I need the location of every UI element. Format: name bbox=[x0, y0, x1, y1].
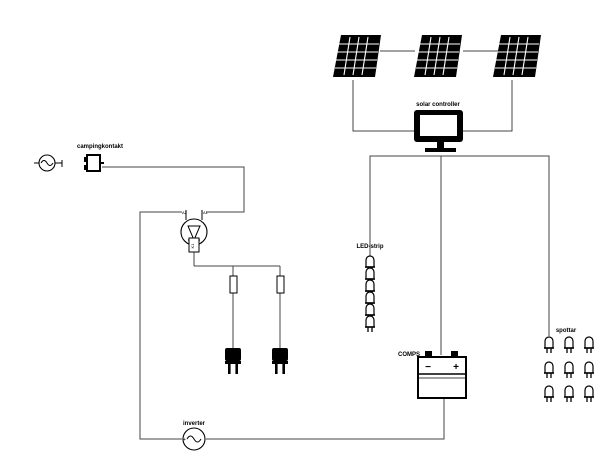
spot-bulb-icon bbox=[583, 336, 595, 354]
plug-icon bbox=[84, 154, 104, 172]
spot-bulb-icon bbox=[563, 361, 575, 379]
inverter-label: inverter bbox=[183, 421, 206, 427]
spot-bulb-icon bbox=[563, 385, 575, 403]
inverter-battery-wire bbox=[206, 398, 445, 440]
spots bbox=[543, 336, 595, 403]
ac-source-icon bbox=[34, 154, 63, 172]
relay-coil-label: K1 bbox=[190, 243, 195, 249]
spot-bulb-icon bbox=[543, 361, 555, 379]
solar-controller bbox=[414, 110, 463, 152]
spot-wire bbox=[440, 155, 550, 336]
fuse bbox=[229, 275, 238, 294]
relay-pin-label: A2 bbox=[182, 210, 188, 215]
spot-bulb-icon bbox=[563, 336, 575, 354]
socket-plug-icon bbox=[272, 348, 288, 374]
battery-minus-label: − bbox=[425, 362, 431, 373]
spot-bulb-icon bbox=[583, 385, 595, 403]
solar-panel bbox=[493, 35, 541, 77]
spot-bulb-icon bbox=[583, 361, 595, 379]
spot-bulb-icon bbox=[543, 385, 555, 403]
inverter-icon: + bbox=[182, 427, 206, 451]
svg-text:+: + bbox=[183, 437, 186, 443]
solar-controller-label: solar controller bbox=[416, 102, 460, 108]
panel-left-wire bbox=[352, 80, 414, 132]
relay-pin-label: A1 bbox=[203, 210, 209, 215]
spots-label: spottar bbox=[556, 328, 577, 334]
fuse bbox=[276, 275, 285, 294]
led-bulb-icon bbox=[364, 315, 376, 333]
camping-wire bbox=[102, 166, 245, 213]
inverter-loop-wire bbox=[139, 211, 182, 440]
led-wire bbox=[369, 155, 440, 256]
battery-plus-label: + bbox=[453, 362, 459, 373]
battery bbox=[417, 351, 467, 399]
solar-panel bbox=[414, 35, 462, 77]
led-strip bbox=[364, 255, 376, 333]
relay bbox=[180, 210, 208, 253]
wires bbox=[102, 50, 550, 440]
socket-plug-icon bbox=[225, 348, 241, 374]
panel-right-wire bbox=[463, 80, 513, 132]
spot-bulb-icon bbox=[543, 336, 555, 354]
led-strip-label: LED-strip bbox=[357, 244, 384, 250]
solar-panel bbox=[333, 35, 381, 77]
camping-label: campingkontakt bbox=[77, 144, 123, 150]
battery-label: COMPS bbox=[398, 352, 420, 358]
